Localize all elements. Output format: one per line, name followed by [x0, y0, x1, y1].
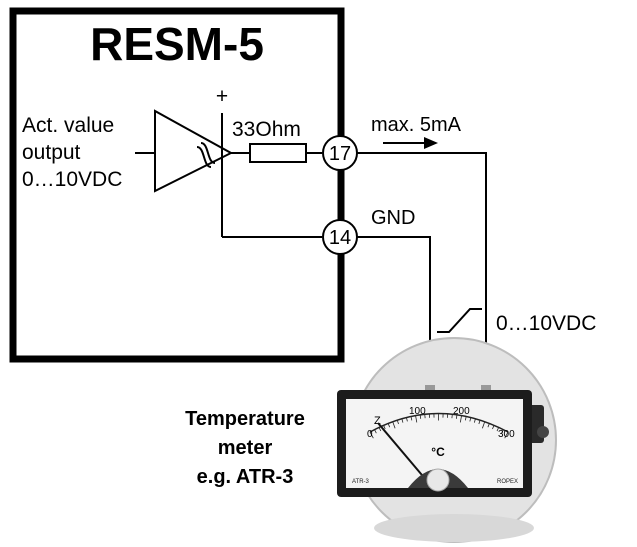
meter-scale-100: 100: [409, 406, 426, 417]
resistor-label: 33Ohm: [232, 118, 301, 141]
meter-scale-tick: [406, 417, 408, 422]
signal-wire: [357, 152, 487, 388]
meter-scale-tick: [496, 427, 500, 432]
meter-scale-tick: [396, 420, 399, 425]
meter-label-line3: e.g. ATR-3: [197, 466, 294, 488]
meter-scale-tick: [369, 431, 374, 439]
meter-scale-tick: [378, 427, 382, 432]
gnd-wire: [357, 236, 431, 388]
meter-scale-tick: [487, 423, 490, 428]
meter-scale-tick: [464, 416, 467, 421]
meter-brand-left: ATR-3: [352, 479, 370, 485]
output-label-line2: output: [22, 141, 81, 164]
meter-brand-right: ROPEX: [497, 479, 518, 485]
terminal-14-label: 14: [329, 227, 351, 249]
meter-scale-tick: [501, 429, 504, 434]
meter-scale-tick: [478, 420, 481, 425]
meter-scale-tick: [392, 421, 396, 429]
meter-scale-tick: [459, 415, 462, 423]
ramp-symbol: [437, 308, 482, 333]
meter-unit: °C: [431, 445, 445, 459]
voltage-label: 0…10VDC: [496, 312, 596, 335]
current-arrow: [383, 137, 438, 149]
meter-scale-tick: [469, 417, 472, 422]
meter-scale-tick: [504, 431, 509, 439]
device-box: [9, 7, 345, 363]
meter-scale-tick: [410, 416, 413, 421]
device-title: RESM-5: [90, 18, 264, 70]
current-label: max. 5mA: [371, 114, 462, 136]
amplifier-symbol: [135, 109, 234, 193]
meter-scale-tick: [415, 415, 418, 423]
output-label-line3: 0…10VDC: [22, 168, 122, 191]
meter-scale-tick: [492, 425, 495, 430]
meter-scale-300: 300: [498, 429, 515, 440]
meter-scale-tick: [374, 429, 377, 434]
meter-scale-tick: [455, 414, 458, 419]
resistor-symbol: [249, 143, 307, 163]
output-label-line1: Act. value: [22, 114, 114, 137]
meter-scale-tick: [401, 418, 404, 423]
meter-scale-tick: [419, 414, 422, 419]
meter-scale-tick: [482, 421, 486, 429]
meter-label-line1: Temperature: [185, 408, 305, 430]
meter-zero-label: Z: [374, 415, 381, 427]
meter-scale-tick: [387, 423, 391, 428]
meter-needle: [377, 422, 428, 482]
supply-plus-label: +: [216, 85, 228, 108]
gnd-label: GND: [371, 207, 415, 229]
terminal-17-label: 17: [329, 143, 351, 165]
meter-label-line2: meter: [218, 437, 273, 459]
temperature-meter: Z 0 100 200 300 °C ATR-3 ROPEX: [337, 337, 557, 543]
meter-scale-200: 200: [453, 406, 470, 417]
meter-scale-tick: [473, 418, 476, 423]
meter-scale-0: 0: [367, 429, 373, 440]
meter-scale-tick: [383, 425, 386, 430]
